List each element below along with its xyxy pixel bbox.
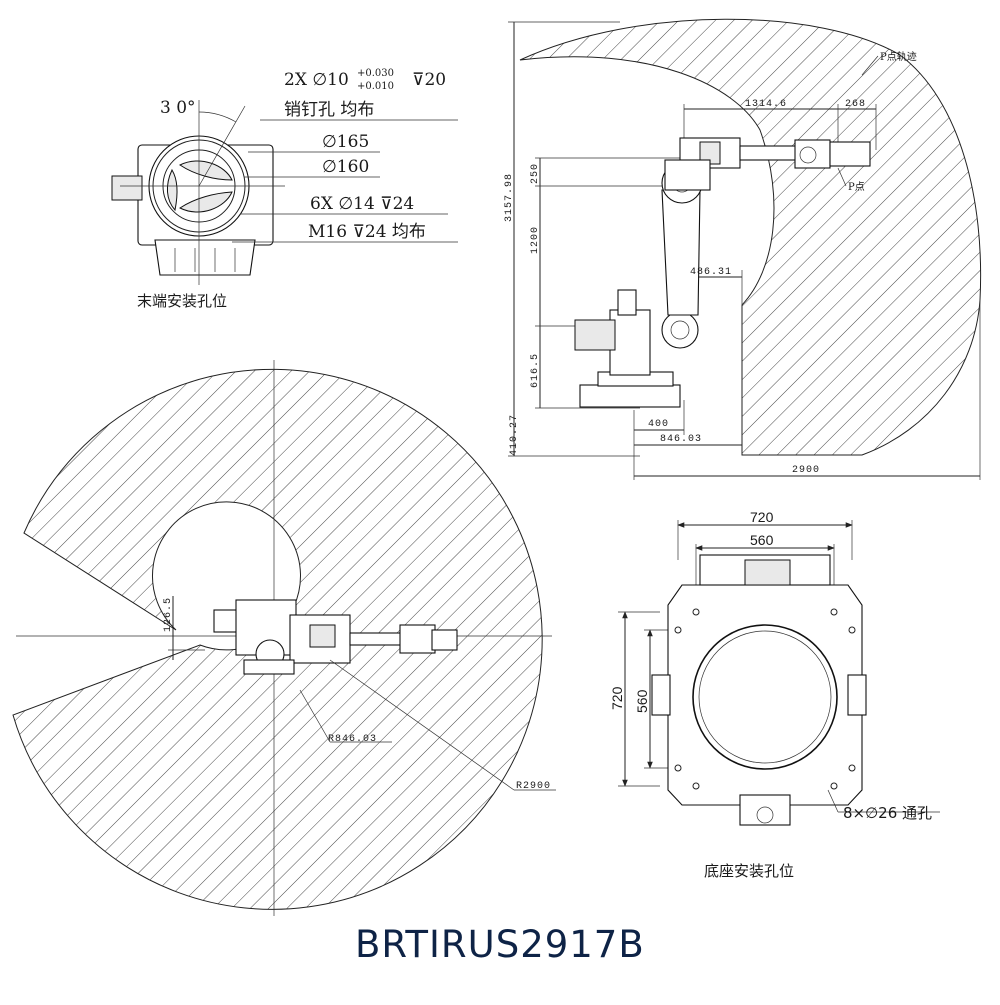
base-mount-caption: 底座安装孔位 <box>704 862 794 880</box>
radius-inner: R846.03 <box>328 734 377 745</box>
dim-1200: 1200 <box>530 226 541 254</box>
dim-400: 400 <box>648 419 669 430</box>
pin-tol-lower: +0.010 <box>357 81 394 92</box>
end-mount-caption: 末端安装孔位 <box>137 292 227 310</box>
top-robot-arm <box>213 599 458 675</box>
dim-486-31: 486.31 <box>690 267 732 278</box>
angle-30-label: 3 0° <box>160 98 196 118</box>
dim-3157-98: 3157.98 <box>504 173 515 222</box>
dim-2900: 2900 <box>792 465 820 476</box>
side-robot-arm <box>574 137 871 408</box>
pin-spec: 2X ∅10 <box>284 70 349 90</box>
dia-160: ∅160 <box>322 157 369 177</box>
label-p-point: P点 <box>848 181 865 193</box>
dia-165: ∅165 <box>322 132 369 152</box>
top-view: 126.5 R846.03 R2900 <box>12 360 556 916</box>
dim-126-5: 126.5 <box>163 597 174 632</box>
pin-note: 销钉孔 均布 <box>284 100 374 120</box>
dim-720-v: 720 <box>609 686 625 710</box>
label-p-track: P点轨迹 <box>880 50 917 63</box>
dim-616-5: 616.5 <box>530 353 541 388</box>
dim-268: 268 <box>845 99 866 110</box>
pin-depth: ⊽20 <box>412 70 446 90</box>
dim-846-03: 846.03 <box>660 434 702 445</box>
dim-560-h: 560 <box>750 532 774 548</box>
side-view: P点轨迹 P点 1314.6 268 486.31 400 846.03 290… <box>504 18 982 480</box>
thread-spec: M16 ⊽24 均布 <box>308 222 426 242</box>
dim-560-v: 560 <box>634 689 650 713</box>
model-title: BRTIRUS2917B <box>355 923 645 966</box>
dim-410-27: 410.27 <box>509 414 520 456</box>
end-mount-view: 3 0° 2X ∅10 +0.030 +0.010 ⊽20 销钉孔 均布 ∅16… <box>111 68 458 310</box>
radius-outer: R2900 <box>516 781 551 792</box>
side-work-envelope <box>519 18 982 456</box>
dim-720-h: 720 <box>750 509 774 525</box>
dim-1314-6: 1314.6 <box>745 99 787 110</box>
base-mount-view: 720 560 720 560 8×∅26 通孔 底座安装孔位 <box>609 509 940 880</box>
bolt-spec: 6X ∅14 ⊽24 <box>310 194 414 214</box>
dim-250: 250 <box>530 163 541 184</box>
base-hole-spec: 8×∅26 通孔 <box>843 804 932 822</box>
pin-tol-upper: +0.030 <box>357 68 394 79</box>
